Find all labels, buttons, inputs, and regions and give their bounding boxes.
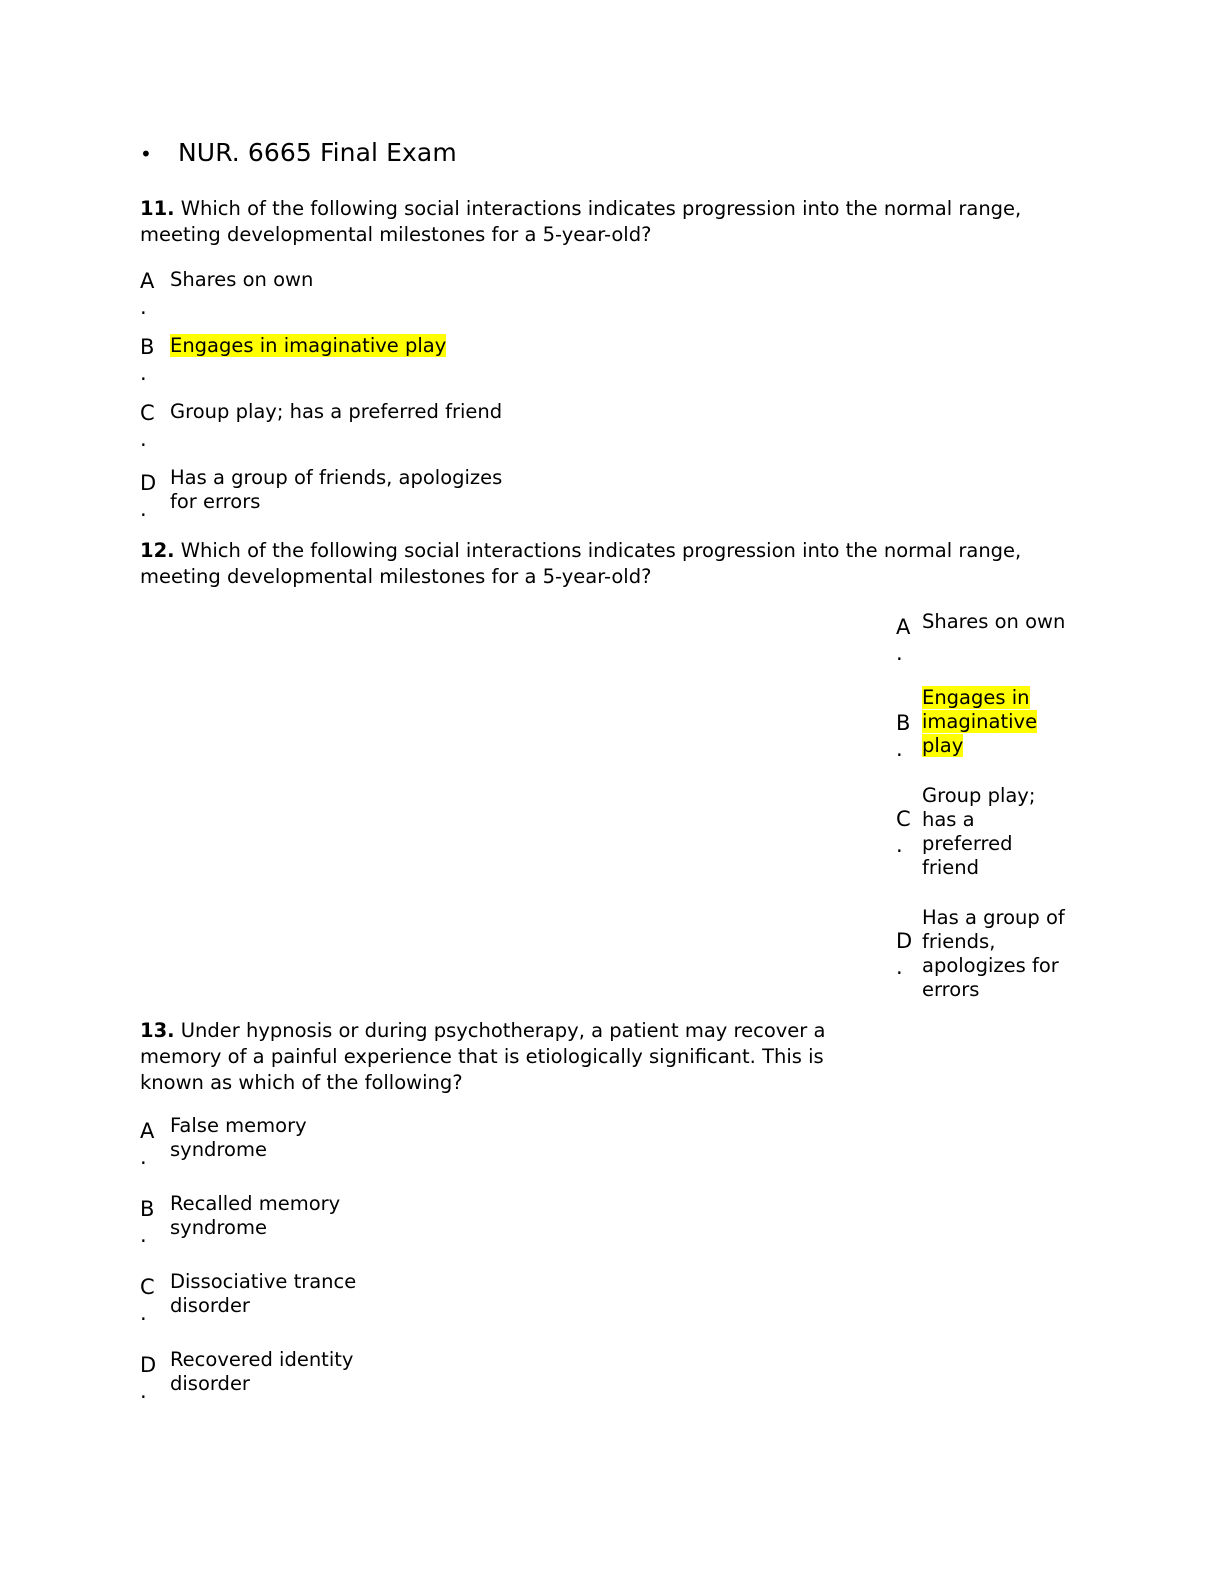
option-text: False memory syndrome [170,1114,350,1162]
option-dot: . [140,1301,147,1325]
option-letter: B [140,1197,155,1221]
option-letter: D [140,471,157,495]
option-marker: C . [896,784,922,856]
option-text: Shares on own [170,268,313,292]
option-dot: . [140,1379,147,1403]
question-12-stem: 12. Which of the following social intera… [140,538,1042,590]
option-dot: . [140,497,147,521]
option-row[interactable]: B . Recalled memory syndrome [140,1192,560,1246]
option-letter: C [140,401,155,425]
bullet-icon: • [140,142,152,166]
option-label: Shares on own [170,268,314,291]
option-row[interactable]: C . Dissociative trance disorder [140,1270,560,1324]
option-dot: . [140,1223,147,1247]
option-row[interactable]: A . False memory syndrome [140,1114,560,1168]
option-dot: . [140,295,147,319]
option-label: Group play; has a preferred friend [922,784,1036,879]
question-13-text: Under hypnosis or during psychotherapy, … [140,1019,826,1094]
option-label: Group play; has a preferred friend [170,400,503,423]
option-letter: B [896,711,911,735]
question-11-text: Which of the following social interactio… [140,197,1022,246]
option-text: Has a group of friends, apologizes for e… [170,466,520,514]
option-dot: . [140,1145,147,1169]
option-row[interactable]: B . Engages in imaginative play [896,686,1071,760]
option-marker: D . [140,466,170,520]
option-letter: B [140,335,155,359]
option-marker: D . [140,1348,170,1402]
question-13-stem: 13. Under hypnosis or during psychothera… [140,1018,850,1096]
option-dot: . [896,641,903,665]
option-text: Has a group of friends, apologizes for e… [922,906,1071,1002]
question-13: 13. Under hypnosis or during psychothera… [140,1018,850,1096]
option-label: Shares on own [922,610,1066,633]
option-letter: A [896,615,911,639]
option-dot: . [896,833,903,857]
option-label: Dissociative trance disorder [170,1270,357,1317]
option-marker: B . [896,686,922,760]
option-marker: C . [140,400,170,450]
option-marker: D . [896,906,922,978]
option-dot: . [896,955,903,979]
option-label: Has a group of friends, apologizes for e… [170,466,503,513]
option-marker: C . [140,1270,170,1324]
option-text: Engages in imaginative play [922,686,1071,758]
option-marker: B . [140,334,170,384]
option-row[interactable]: D . Has a group of friends, apologizes f… [140,466,540,520]
option-row[interactable]: C . Group play; has a preferred friend [140,400,740,450]
option-text: Recalled memory syndrome [170,1192,360,1240]
option-row[interactable]: A . Shares on own [896,610,1071,664]
option-letter: C [140,1275,155,1299]
option-text: Engages in imaginative play [170,334,447,358]
option-row[interactable]: B . Engages in imaginative play [140,334,740,384]
question-11-number: 11. [140,197,175,220]
option-letter: D [896,929,913,953]
option-text: Group play; has a preferred friend [922,784,1042,880]
question-11: 11. Which of the following social intera… [140,196,1042,248]
option-text: Recovered identity disorder [170,1348,370,1396]
option-label-highlighted: Engages in imaginative play [922,686,1038,757]
document-header: • NUR. 6665 Final Exam [140,136,1040,171]
option-label: False memory syndrome [170,1114,307,1161]
option-dot: . [140,427,147,451]
option-dot: . [140,361,147,385]
option-letter: C [896,807,911,831]
option-label: Recalled memory syndrome [170,1192,341,1239]
option-label: Recovered identity disorder [170,1348,354,1395]
option-text: Dissociative trance disorder [170,1270,370,1318]
option-text: Group play; has a preferred friend [170,400,502,424]
option-label-highlighted: Engages in imaginative play [170,334,447,357]
question-12-text: Which of the following social interactio… [140,539,1022,588]
question-13-options: A . False memory syndrome B . Recalled m… [140,1114,560,1418]
option-text: Shares on own [922,610,1071,634]
option-marker: A . [140,1114,170,1168]
option-row[interactable]: A . Shares on own [140,268,740,318]
option-letter: A [140,269,155,293]
option-marker: A . [140,268,170,318]
document-title: NUR. 6665 Final Exam [178,138,457,167]
option-row[interactable]: D . Recovered identity disorder [140,1348,560,1402]
question-12: 12. Which of the following social intera… [140,538,1042,590]
option-marker: B . [140,1192,170,1246]
question-12-number: 12. [140,539,175,562]
question-11-stem: 11. Which of the following social intera… [140,196,1042,248]
option-marker: A . [896,610,922,664]
option-row[interactable]: C . Group play; has a preferred friend [896,784,1071,880]
option-label: Has a group of friends, apologizes for e… [922,906,1065,1001]
option-row[interactable]: D . Has a group of friends, apologizes f… [896,906,1071,1002]
option-dot: . [896,737,903,761]
question-13-number: 13. [140,1019,175,1042]
question-12-options: A . Shares on own B . Engages in imagina… [896,610,1071,1016]
option-letter: A [140,1119,155,1143]
option-letter: D [140,1353,157,1377]
question-11-options: A . Shares on own B . Engages in imagina… [140,268,740,536]
